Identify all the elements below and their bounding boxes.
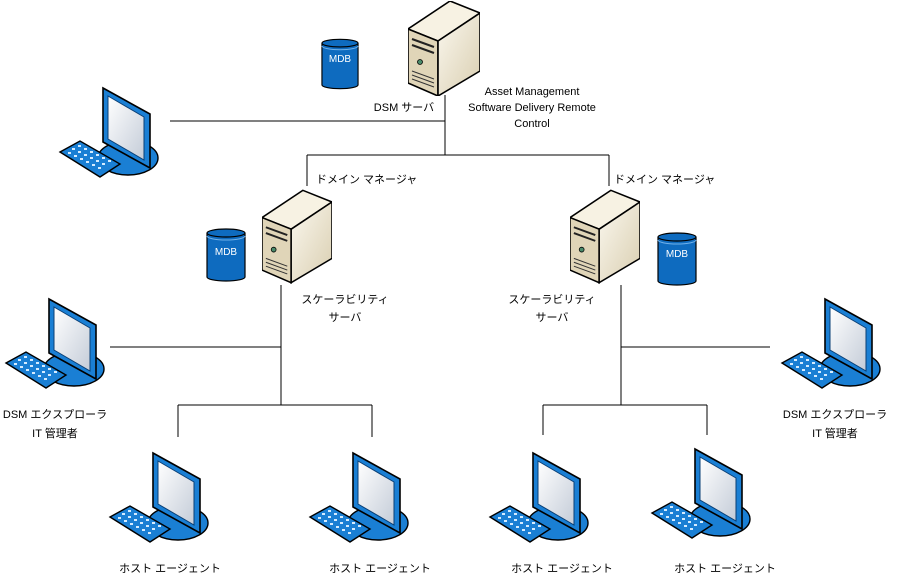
host-agent-label: ホスト エージェント <box>674 562 776 575</box>
feature-label: Asset Management <box>485 86 580 98</box>
scalability-server-icon <box>262 189 332 284</box>
mdb-database-icon: MDB <box>658 233 696 285</box>
dsm-server-icon <box>408 1 480 96</box>
host-agent-computer-icon <box>110 453 208 542</box>
explorer-label: DSM エクスプローラ <box>3 408 107 421</box>
explorer-label: DSM エクスプローラ <box>783 408 887 421</box>
mdb-database-icon: MDB <box>207 229 245 281</box>
scalability-server-label: スケーラビリティ <box>301 293 388 306</box>
dsm-server-label: DSM サーバ <box>374 101 434 114</box>
scalability-server-icon <box>570 189 640 284</box>
scalability-server-label: サーバ <box>329 311 362 324</box>
host-agent-label: ホスト エージェント <box>119 562 221 575</box>
scalability-server-label: サーバ <box>536 311 569 324</box>
host-agent-label: ホスト エージェント <box>511 562 613 575</box>
host-agent-computer-icon <box>490 453 588 542</box>
top-computer-icon <box>60 88 158 177</box>
feature-label: Software Delivery Remote <box>468 102 596 114</box>
svg-text:MDB: MDB <box>215 247 238 258</box>
feature-label: Control <box>514 118 549 130</box>
dsm-mdb-database-icon: MDB <box>321 38 359 90</box>
host-agent-label: ホスト エージェント <box>329 562 431 575</box>
domain-manager-label: ドメイン マネージャ <box>614 173 715 186</box>
svg-text:MDB: MDB <box>666 249 689 260</box>
svg-text:MDB: MDB <box>329 54 352 65</box>
host-agent-computer-icon <box>652 449 750 538</box>
host-agent-computer-icon <box>310 453 408 542</box>
explorer-label: IT 管理者 <box>32 426 78 440</box>
explorer-computer-icon <box>782 299 880 388</box>
connectors <box>110 95 770 437</box>
domain-manager-label: ドメイン マネージャ <box>316 173 417 186</box>
explorer-computer-icon <box>6 299 104 388</box>
explorer-label: IT 管理者 <box>812 426 858 440</box>
scalability-server-label: スケーラビリティ <box>508 293 595 306</box>
